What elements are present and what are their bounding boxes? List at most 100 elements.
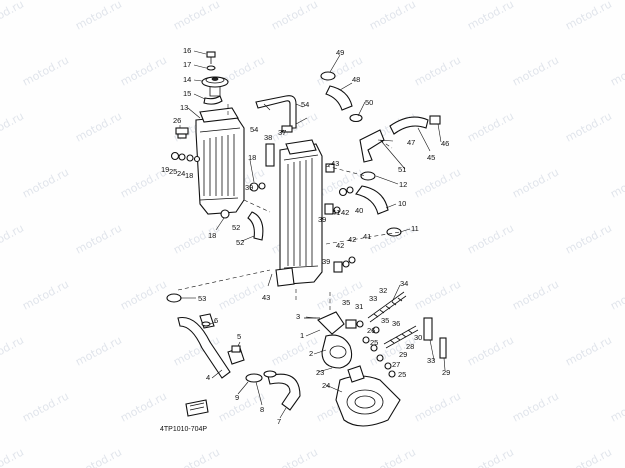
diagram-code: 4TP1010-704P (160, 426, 207, 433)
callout-22: 26 (173, 116, 181, 125)
watermark-text: motod.ru (0, 333, 26, 368)
callout-4: 4 (206, 373, 210, 382)
left-fasteners (170, 127, 259, 219)
watermark-text: motod.ru (465, 0, 516, 33)
callout-40-lower: 41 (363, 232, 371, 241)
callout-24: 24 (322, 381, 330, 390)
callout-16: 16 (183, 46, 191, 55)
callout-48: 49 (336, 48, 344, 57)
watermark-text: motod.ru (608, 277, 625, 312)
watermark-text: motod.ru (118, 277, 169, 312)
callout-40-top: 40 (355, 206, 363, 215)
callout-51: 52 (236, 238, 244, 247)
callout-53: 54 (301, 100, 309, 109)
callout-42-top: 42 (341, 208, 349, 217)
callout-9: 9 (235, 393, 239, 402)
callout-39-center: 39 (318, 215, 326, 224)
watermark-text: motod.ru (0, 0, 26, 33)
sleeve (265, 143, 275, 167)
springs-and-bolts (362, 291, 447, 378)
watermark-text: motod.ru (412, 53, 463, 88)
watermark-text: motod.ru (269, 0, 320, 33)
callout-34: 34 (400, 279, 408, 288)
center-fasteners (258, 163, 356, 273)
watermark-text: motod.ru (216, 277, 267, 312)
callout-28: 28 (406, 342, 414, 351)
callout-41-top: 41 (332, 208, 340, 217)
callout-8: 8 (260, 405, 264, 414)
watermark-text: motod.ru (0, 109, 26, 144)
callout-54-left: 54 (250, 125, 258, 134)
callout-43-bottom: 43 (262, 293, 270, 302)
callout-29-upper: 29 (399, 350, 407, 359)
watermark-text: motod.ru (20, 165, 71, 200)
watermark-text: motod.ru (563, 333, 614, 368)
callout-38: 38 (264, 133, 272, 142)
callout-12: 12 (399, 180, 407, 189)
callout-1: 1 (300, 331, 304, 340)
watermark-text: motod.ru (171, 0, 222, 33)
callout-3: 3 (296, 312, 300, 321)
callout-14: 14 (183, 75, 191, 84)
watermark-text: motod.ru (20, 389, 71, 424)
callout-25-upper: 25 (370, 338, 378, 347)
callout-47: 48 (352, 75, 360, 84)
callout-5: 5 (237, 332, 241, 341)
watermark-text: motod.ru (269, 445, 320, 468)
watermark-text: motod.ru (20, 277, 71, 312)
callout-26: 26 (367, 326, 375, 335)
callout-27: 27 (392, 360, 400, 369)
left-radiator (195, 107, 245, 215)
watermark-text: motod.ru (367, 445, 418, 468)
callout-41-lower: 42 (336, 241, 344, 250)
watermark-text: motod.ru (465, 109, 516, 144)
callout-17: 17 (183, 60, 191, 69)
watermark-text: motod.ru (118, 389, 169, 424)
watermark-text: motod.ru (608, 53, 625, 88)
callout-33-top: 33 (369, 294, 377, 303)
watermark-text: motod.ru (367, 0, 418, 33)
bracket-bolt (281, 125, 293, 133)
callout-42-lower: 42 (348, 235, 356, 244)
watermark-text: motod.ru (20, 53, 71, 88)
callout-49: 50 (365, 98, 373, 107)
callout-11: 11 (411, 224, 419, 233)
callout-45: 46 (441, 139, 449, 148)
watermark-text: motod.ru (412, 165, 463, 200)
callout-35-right: 35 (381, 316, 389, 325)
callout-2: 2 (309, 349, 313, 358)
watermark-text: motod.ru (563, 221, 614, 256)
callout-50: 51 (398, 165, 406, 174)
watermark-text: motod.ru (118, 53, 169, 88)
watermark-text: motod.ru (510, 277, 561, 312)
radiator-cap (201, 76, 229, 97)
callout-52-top: 52 (232, 223, 240, 232)
watermark-text: motod.ru (0, 445, 26, 468)
callout-13: 13 (180, 103, 188, 112)
callout-21: 25 (169, 167, 177, 176)
callout-52-bottom: 53 (198, 294, 206, 303)
callout-7: 7 (277, 417, 281, 426)
callout-23: 23 (316, 368, 324, 377)
callout-46: 47 (407, 138, 415, 147)
watermark-text: motod.ru (73, 0, 124, 33)
filler-pipe (255, 95, 297, 129)
watermark-text: motod.ru (73, 333, 124, 368)
watermark-text: motod.ru (563, 109, 614, 144)
callout-31: 31 (355, 302, 363, 311)
watermark-text: motod.ru (465, 445, 516, 468)
cap-bolt (206, 51, 216, 71)
callout-10: 10 (398, 199, 406, 208)
callout-18-bottom: 18 (208, 231, 216, 240)
watermark-text: motod.ru (608, 389, 625, 424)
callout-20: 24 (177, 169, 185, 178)
water-pump-assembly (317, 311, 401, 427)
callout-36: 36 (392, 319, 400, 328)
clamp-6 (201, 321, 211, 327)
watermark-text: motod.ru (465, 333, 516, 368)
callout-18-left: 18 (185, 171, 193, 180)
leader-lines (179, 50, 446, 419)
callout-19: 19 (161, 165, 169, 174)
watermark-text: motod.ru (73, 109, 124, 144)
